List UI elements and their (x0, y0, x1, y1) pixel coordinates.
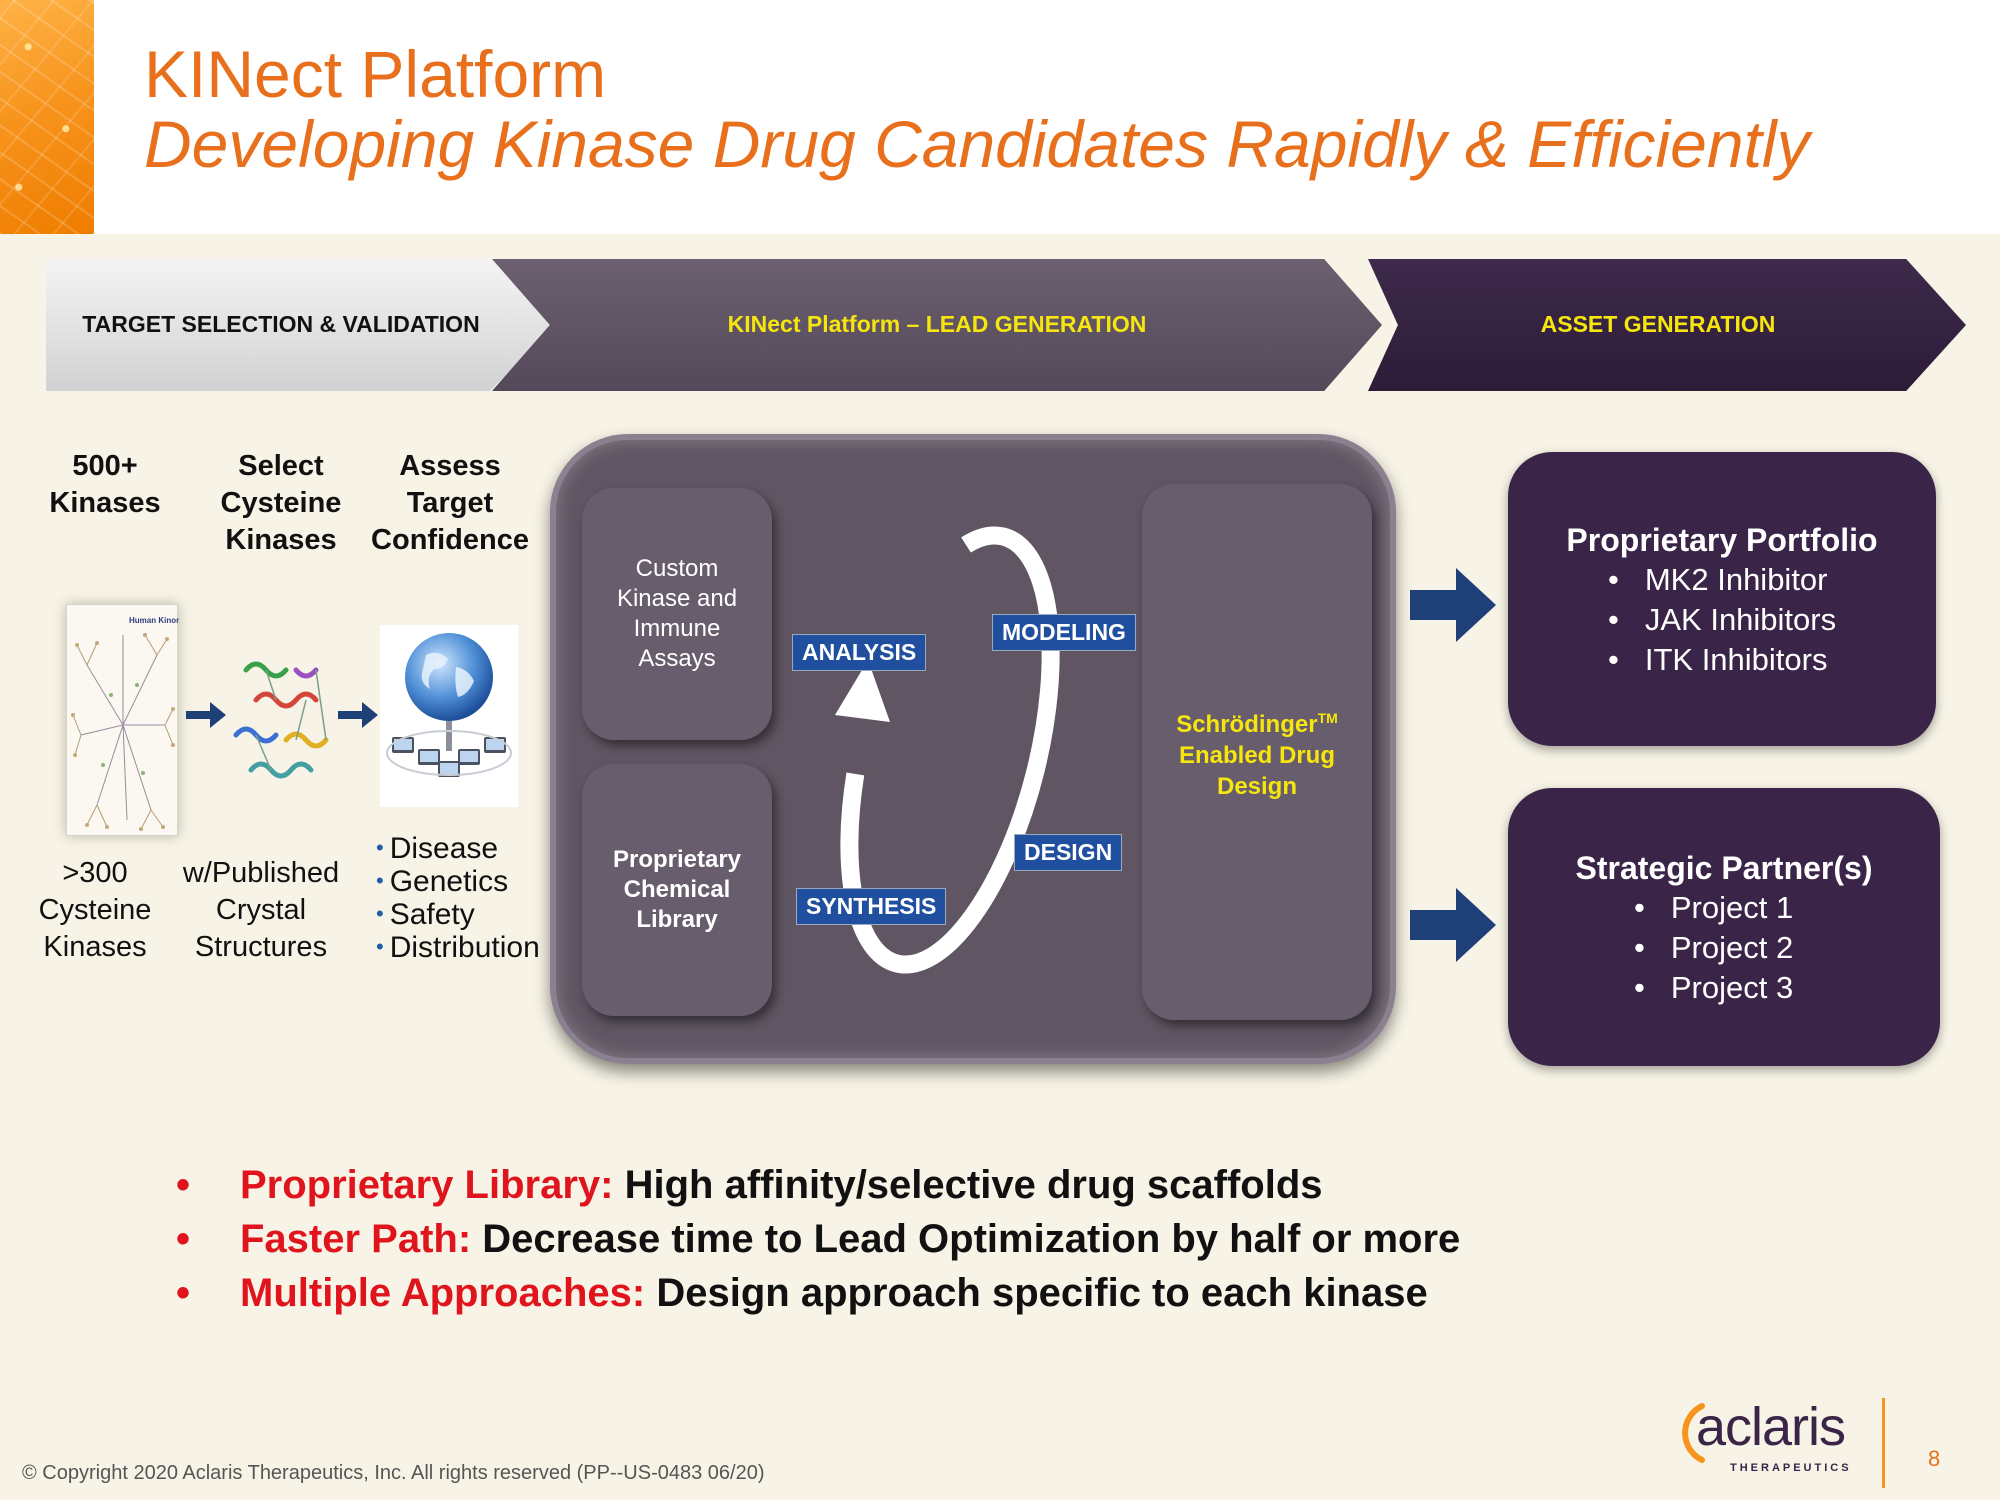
phase-lead-arrow: KINect Platform – LEAD GENERATION (492, 259, 1382, 391)
logo-subtitle: THERAPEUTICS (1730, 1462, 1852, 1474)
design-brand: Schrödinger (1176, 710, 1318, 738)
cycle-tag-modeling: MODELING (992, 614, 1136, 651)
logo-arc-icon (1682, 1403, 1705, 1463)
list-item: Project 3 (1634, 968, 1793, 1008)
crystal-structure-image (226, 640, 346, 810)
cycle-tag-analysis: ANALYSIS (792, 634, 927, 671)
list-item: • Faster Path: Decrease time to Lead Opti… (176, 1212, 1460, 1266)
benefit-list: • Proprietary Library: High affinity/sele… (176, 1158, 1460, 1320)
phase-asset-label: ASSET GENERATION (1540, 311, 1776, 338)
arrow-right-icon (1410, 888, 1496, 962)
assays-box: Custom Kinase and Immune Assays (582, 488, 772, 740)
benefit-key: Faster Path: (240, 1217, 472, 1261)
list-item: • Multiple Approaches: Design approach sp… (176, 1266, 1460, 1320)
globe-network-image (380, 625, 518, 807)
bullet-icon: • (176, 1271, 191, 1315)
list-item: MK2 Inhibitor (1608, 560, 1836, 600)
portfolio-box: Proprietary Portfolio MK2 Inhibitor JAK … (1508, 452, 1936, 746)
partner-list: Project 1 Project 2 Project 3 (1634, 888, 1793, 1008)
slide-title: KINect Platform (144, 37, 607, 111)
list-item: Project 1 (1634, 888, 1793, 928)
copyright-notice: © Copyright 2020 Aclaris Therapeutics, I… (22, 1462, 765, 1484)
corner-decoration (0, 0, 94, 234)
step-select-heading: Select Cysteine Kinases (220, 450, 342, 556)
partner-title: Strategic Partner(s) (1575, 850, 1873, 886)
portfolio-title: Proprietary Portfolio (1566, 522, 1878, 558)
benefit-key: Multiple Approaches: (240, 1271, 646, 1315)
drug-design-box: SchrödingerTM Enabled Drug Design (1142, 484, 1372, 1020)
benefit-text: High affinity/selective drug scaffolds (624, 1163, 1323, 1207)
phase-asset-arrow: ASSET GENERATION (1368, 259, 1966, 391)
list-item: JAK Inhibitors (1608, 600, 1836, 640)
benefit-text: Design approach specific to each kinase (656, 1271, 1428, 1315)
benefit-key: Proprietary Library: (240, 1163, 614, 1207)
slide-header: KINect Platform Developing Kinase Drug C… (0, 0, 2000, 234)
phase-lead-label: KINect Platform – LEAD GENERATION (727, 311, 1147, 338)
slide-subtitle: Developing Kinase Drug Candidates Rapidl… (144, 107, 1810, 181)
list-item: Distribution (376, 931, 540, 964)
arrow-right-icon (186, 702, 226, 728)
kinome-tree-image: Human Kinome (66, 604, 188, 836)
library-label: Proprietary Chemical Library (612, 846, 742, 933)
list-item: Disease (376, 832, 540, 865)
phase-target-label: TARGET SELECTION & VALIDATION (82, 311, 480, 338)
partner-box: Strategic Partner(s) Project 1 Project 2… (1508, 788, 1940, 1066)
confidence-factor-list: Disease Genetics Safety Distribution (376, 832, 540, 964)
step-kinases-heading: 500+ Kinases (49, 450, 161, 519)
list-item: ITK Inhibitors (1608, 640, 1836, 680)
portfolio-list: MK2 Inhibitor JAK Inhibitors ITK Inhibit… (1608, 560, 1836, 680)
cycle-tag-synthesis: SYNTHESIS (796, 888, 947, 925)
step-assess-heading: Assess Target Confidence (371, 450, 529, 556)
step-select-caption: w/Published Crystal Structures (182, 857, 340, 963)
list-item: Genetics (376, 865, 540, 898)
benefit-text: Decrease time to Lead Optimization by ha… (482, 1217, 1461, 1261)
phase-target-arrow: TARGET SELECTION & VALIDATION (46, 259, 556, 391)
list-item: Project 2 (1634, 928, 1793, 968)
step-kinases-caption: >300 Cysteine Kinases (38, 857, 152, 963)
kinome-label: Human Kinome (129, 616, 179, 625)
trademark-mark: TM (1317, 709, 1338, 726)
assays-label: Custom Kinase and Immune Assays (616, 555, 738, 672)
aclaris-logo: aclaris THERAPEUTICS (1676, 1396, 1876, 1482)
footer-divider (1882, 1398, 1885, 1488)
cycle-tag-design: DESIGN (1014, 834, 1123, 871)
logo-wordmark: aclaris (1696, 1397, 1846, 1457)
page-number: 8 (1928, 1446, 1941, 1471)
arrow-right-icon (1410, 568, 1496, 642)
library-box: Proprietary Chemical Library (582, 764, 772, 1016)
bullet-icon: • (176, 1217, 191, 1261)
design-label: Enabled Drug Design (1178, 741, 1335, 800)
design-cycle-icon (835, 526, 1060, 974)
bullet-icon: • (176, 1163, 191, 1207)
list-item: • Proprietary Library: High affinity/sele… (176, 1158, 1460, 1212)
arrow-right-icon (338, 702, 378, 728)
list-item: Safety (376, 898, 540, 931)
